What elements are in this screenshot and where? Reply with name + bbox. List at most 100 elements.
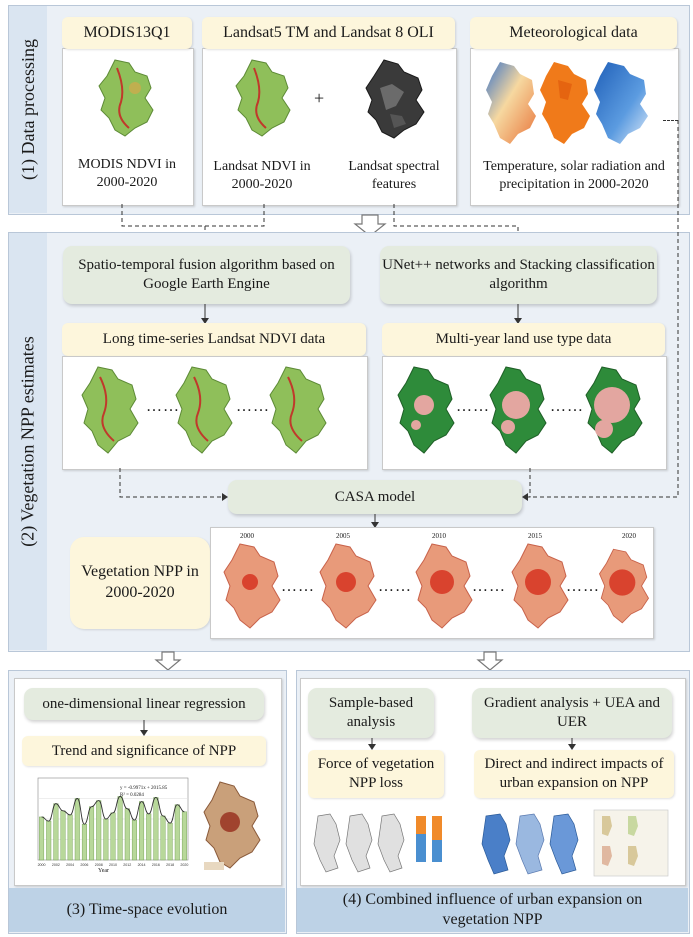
- ndvi-map-3: [269, 366, 327, 454]
- chart-bar-2001: [46, 820, 52, 861]
- npp-year-2010: 2010: [432, 532, 446, 540]
- chart-bar-2012: [124, 808, 130, 861]
- npp-year-2005: 2005: [336, 532, 350, 540]
- chart-bar-2002: [53, 803, 59, 861]
- landuse-dots-2: ……: [550, 398, 584, 415]
- chart-bar-2018: [167, 822, 173, 861]
- landuse-map-1: [397, 366, 455, 454]
- ndvi-series-title: Long time-series Landsat NDVI data: [62, 323, 366, 356]
- chart-x-label: Year: [98, 868, 110, 874]
- chart-tick-2000: 2000: [38, 863, 46, 867]
- chart-bar-2011: [117, 796, 123, 861]
- chart-tick-2008: 2008: [95, 863, 103, 867]
- chart-tick-2014: 2014: [138, 863, 146, 867]
- modis-title: MODIS13Q1: [62, 17, 192, 49]
- met-radiation-map: [540, 62, 590, 144]
- section-1-label-bar: (1) Data processing: [9, 6, 47, 213]
- npp-map-2005: [319, 543, 377, 629]
- chart-tick-2004: 2004: [66, 863, 74, 867]
- npp-year-2000: 2000: [240, 532, 254, 540]
- chart-tick-2020: 2020: [180, 863, 188, 867]
- landsat-spectral-map: [365, 59, 425, 139]
- landsat-ndvi-map: [235, 59, 291, 137]
- npp-map-2015: [511, 543, 569, 629]
- chart-bar-2006: [81, 823, 87, 861]
- landuse-map-3: [585, 366, 643, 454]
- chart-equation: y = -0.9971x + 2015.85: [120, 786, 168, 791]
- npp-label-box: Vegetation NPP in 2000-2020: [70, 537, 210, 629]
- chart-bar-2007: [89, 806, 95, 861]
- sample-analysis-maps: [310, 806, 456, 880]
- chart-tick-2002: 2002: [52, 863, 60, 867]
- direct-impacts-box: Direct and indirect impacts of urban exp…: [474, 750, 674, 798]
- chart-tick-2006: 2006: [80, 863, 88, 867]
- ndvi-map-1: [81, 366, 139, 454]
- connectors-s2-top: [201, 304, 522, 324]
- connectors-casa: [119, 120, 679, 528]
- chart-bar-2003: [60, 810, 66, 861]
- chart-series-line: [41, 795, 185, 825]
- plus-sign: +: [314, 88, 325, 108]
- chart-bar-2020: [181, 811, 187, 861]
- npp-year-2015: 2015: [528, 532, 542, 540]
- landuse-title: Multi-year land use type data: [382, 323, 665, 356]
- landsat-title: Landsat5 TM and Landsat 8 OLI: [202, 17, 455, 49]
- met-caption: Temperature, solar radiation and precipi…: [483, 159, 665, 192]
- fusion-algorithm-box: Spatio-temporal fusion algorithm based o…: [63, 246, 350, 304]
- chart-bar-2008: [96, 800, 102, 861]
- chart-tick-2012: 2012: [123, 863, 131, 867]
- npp-map-2020: [599, 548, 650, 624]
- trend-significance-map: [198, 778, 264, 874]
- chart-bar-2016: [153, 797, 159, 861]
- chart-tick-2018: 2018: [166, 863, 174, 867]
- chart-tick-2016: 2016: [152, 863, 160, 867]
- landuse-map-2: [489, 366, 547, 454]
- ndvi-dots-2: ……: [236, 398, 270, 415]
- hollow-arrows-lower: [154, 651, 504, 671]
- npp-dots-3: ……: [472, 578, 506, 595]
- chart-bar-2005: [74, 798, 80, 861]
- unet-stacking-box: UNet++ networks and Stacking classificat…: [380, 246, 657, 304]
- trend-box: Trend and significance of NPP: [22, 736, 266, 766]
- chart-tick-2010: 2010: [109, 863, 117, 867]
- npp-map-2010: [415, 543, 473, 629]
- npp-year-2020: 2020: [622, 532, 636, 540]
- landsat-spectral-caption: Landsat spectral features: [348, 159, 440, 192]
- chart-bar-2017: [160, 815, 166, 861]
- sample-analysis-box: Sample-based analysis: [308, 688, 434, 738]
- met-title: Meteorological data: [470, 17, 677, 49]
- gradient-analysis-maps: [478, 806, 674, 880]
- regression-box: one-dimensional linear regression: [24, 688, 264, 720]
- chart-bar-2009: [103, 818, 109, 861]
- npp-dots-1: ……: [281, 578, 315, 595]
- landsat-ndvi-caption: Landsat NDVI in 2000-2020: [213, 159, 311, 192]
- npp-dots-4: ……: [566, 578, 600, 595]
- s3-footer: (3) Time-space evolution: [9, 888, 285, 932]
- chart-bar-2013: [131, 819, 137, 861]
- s4-footer: (4) Combined influence of urban expansio…: [297, 888, 688, 932]
- chart-bar-2019: [174, 804, 180, 861]
- landuse-dots-1: ……: [456, 398, 490, 415]
- chart-bar-2015: [146, 813, 152, 861]
- met-dashed-link: [663, 120, 678, 121]
- ndvi-map-2: [175, 366, 233, 454]
- npp-dots-2: ……: [378, 578, 412, 595]
- met-precipitation-map: [594, 62, 648, 144]
- connector-s3: [140, 720, 148, 736]
- section-2-label-bar: (2) Vegetation NPP estimates: [9, 233, 47, 650]
- ndvi-dots-1: ……: [146, 398, 180, 415]
- modis-caption: MODIS NDVI in 2000-2020: [78, 157, 176, 190]
- chart-bar-2000: [39, 816, 45, 861]
- npp-map-2000: [223, 543, 281, 629]
- chart-bar-2004: [67, 814, 73, 861]
- casa-model-box: CASA model: [228, 480, 522, 514]
- chart-bar-2010: [110, 812, 116, 861]
- modis-ndvi-map: [98, 59, 154, 137]
- gradient-analysis-box: Gradient analysis + UEA and UER: [472, 688, 672, 738]
- chart-bar-2014: [139, 801, 145, 861]
- force-box: Force of vegetation NPP loss: [308, 750, 444, 798]
- connectors-s4: [368, 738, 576, 750]
- chart-r2: R² = 0.0284: [120, 793, 144, 798]
- npp-trend-chart: 2000 2002 2004 2006 2008 2010 2012 2014 2016 2018…: [38, 777, 188, 867]
- met-temperature-map: [486, 62, 536, 144]
